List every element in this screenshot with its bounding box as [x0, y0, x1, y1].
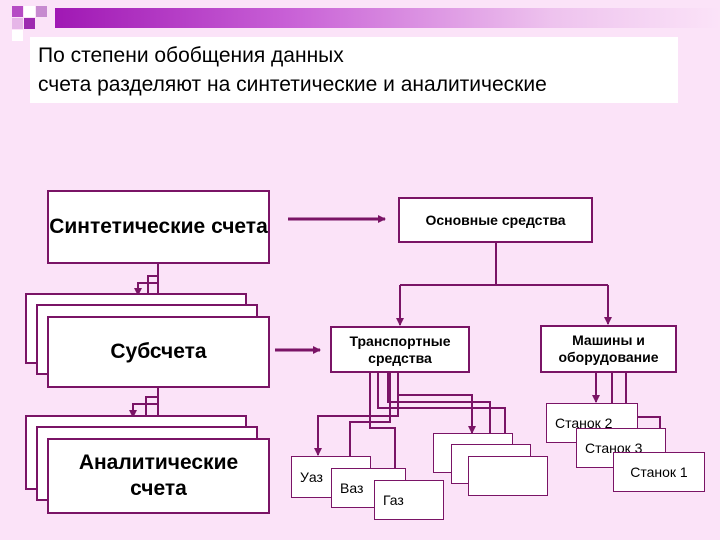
- title-line-2: счета разделяют на синтетические и анали…: [38, 73, 547, 96]
- transport-box: Транспортные средства: [330, 326, 470, 373]
- car-gaz-label: Газ: [383, 491, 404, 508]
- fixed-assets-label: Основные средства: [425, 211, 566, 228]
- decor-square: [24, 18, 35, 29]
- car-uaz-label: Уаз: [300, 468, 323, 485]
- machine-1-box: Станок 1: [613, 452, 705, 492]
- subaccounts-label: Субсчета: [110, 340, 207, 363]
- machines-box: Машины и оборудование: [540, 325, 677, 373]
- synthetic-accounts-label: Синтетические счета: [49, 215, 268, 238]
- subaccounts-box: Субсчета: [47, 316, 270, 388]
- car-vaz-label: Ваз: [340, 479, 364, 496]
- machine-2-label: Станок 2: [555, 414, 613, 431]
- synthetic-accounts-box: Синтетические счета: [47, 190, 270, 264]
- title-line-1: По степени обобщения данных: [38, 44, 344, 67]
- decor-square: [36, 6, 47, 17]
- header-gradient-bar: [55, 8, 720, 28]
- decor-square: [12, 6, 23, 17]
- machines-label: Машины и оборудование: [558, 332, 659, 365]
- car-blank-box: [468, 456, 548, 496]
- analytical-accounts-label: Аналитические счета: [78, 451, 239, 500]
- fixed-assets-box: Основные средства: [398, 197, 593, 243]
- decor-square: [12, 18, 23, 29]
- car-gaz-box: Газ: [374, 480, 444, 520]
- analytical-accounts-box: Аналитические счета: [47, 438, 270, 514]
- decor-square: [24, 6, 35, 17]
- decor-square: [12, 30, 23, 41]
- slide-title: По степени обобщения данных счета раздел…: [30, 37, 678, 103]
- machine-3-label: Станок 3: [585, 439, 643, 456]
- machine-1-label: Станок 1: [630, 463, 688, 480]
- transport-label: Транспортные средства: [349, 332, 451, 366]
